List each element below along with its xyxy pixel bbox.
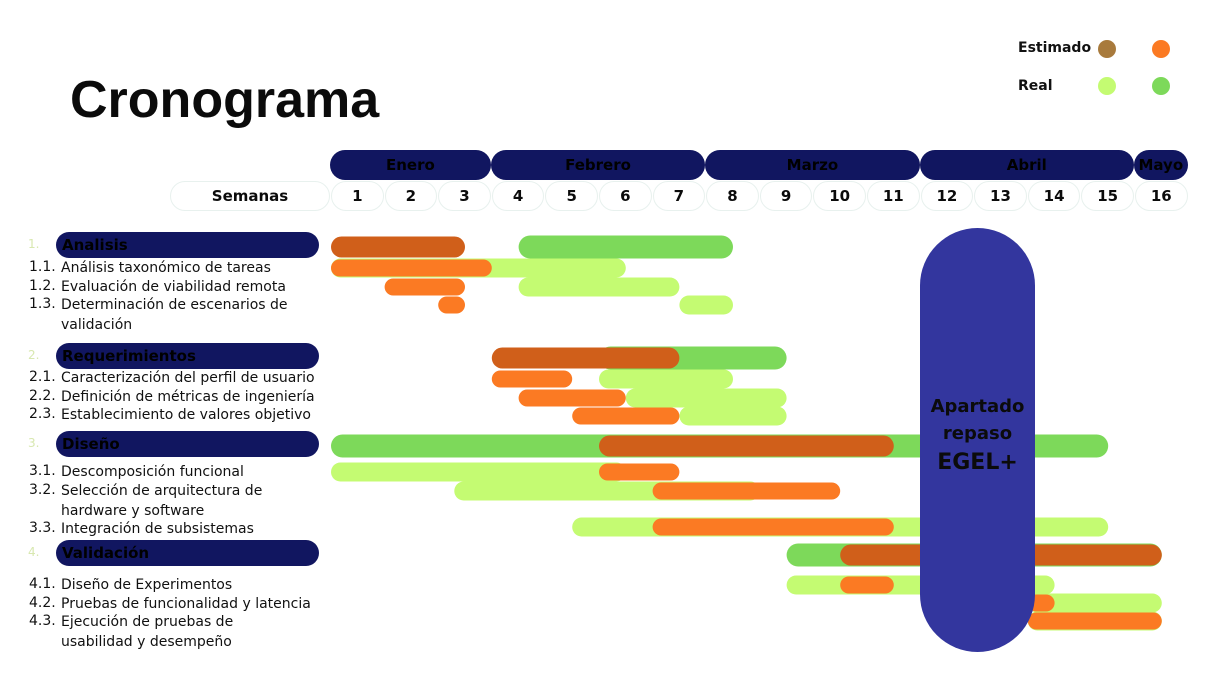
task-estimated-bar: [491, 370, 573, 388]
task-estimated-bar: [1027, 612, 1162, 630]
break-block-text: Apartado repaso EGEL+: [920, 393, 1035, 479]
month-marzo: Marzo: [705, 150, 920, 180]
task-real-bar: [518, 277, 680, 297]
task-label: Establecimiento de valores objetivo: [61, 407, 311, 423]
phase-label: Analisis: [56, 232, 319, 258]
task-estimated-bar: [652, 482, 841, 500]
phase-real-bar: [518, 235, 733, 259]
task-estimated-bar: [438, 296, 465, 314]
page-title: Cronograma: [70, 71, 380, 129]
task-label: Integración de subsistemas: [61, 521, 254, 537]
task-estimated-bar: [599, 463, 680, 481]
month-mayo: Mayo: [1134, 150, 1188, 180]
month-febrero: Febrero: [490, 150, 706, 180]
task-estimated-bar: [384, 278, 465, 296]
phase-estimated-bar: [491, 347, 680, 369]
legend-real-task-dot: [1098, 77, 1116, 95]
legend-real-label: Real: [1018, 78, 1053, 94]
task-label: Descomposición funcional: [61, 464, 244, 480]
week-6: 6: [599, 181, 652, 211]
week-12: 12: [920, 181, 974, 211]
week-11: 11: [867, 181, 920, 211]
task-real-bar: [599, 369, 733, 389]
task-real-bar: [679, 295, 733, 315]
task-real-bar: [331, 462, 626, 482]
phase-number: 4.: [28, 545, 40, 559]
phase-label: Validación: [56, 540, 319, 566]
task-real-bar: [679, 406, 787, 426]
phase-label: Diseño: [56, 431, 319, 457]
task-real-bar: [1027, 593, 1162, 613]
legend-estimado-phase-dot: [1098, 40, 1116, 58]
weeks-header-label: Semanas: [170, 181, 330, 211]
legend-estimado-task-dot: [1152, 40, 1170, 58]
legend-real-phase-dot: [1152, 77, 1170, 95]
break-line-2: repaso: [942, 423, 1013, 444]
week-7: 7: [652, 181, 706, 211]
task-number: 1.2.: [29, 278, 56, 294]
task-number: 3.3.: [29, 520, 56, 536]
legend: Estimado Real: [1018, 38, 1208, 108]
phase-label: Requerimientos: [56, 343, 319, 369]
week-14: 14: [1027, 181, 1081, 211]
month-abril: Abril: [919, 150, 1134, 180]
task-number: 1.1.: [29, 259, 56, 275]
break-line-1: Apartado: [930, 396, 1025, 417]
phase-estimated-bar: [331, 236, 465, 258]
break-line-3: EGEL+: [937, 450, 1018, 475]
legend-estimado-label: Estimado: [1018, 40, 1092, 56]
task-label: Diseño de Experimentos: [61, 577, 233, 593]
phase-number: 1.: [28, 237, 40, 251]
phase-number: 2.: [28, 348, 40, 362]
task-number: 4.1.: [29, 576, 56, 592]
phase-estimated-bar: [599, 435, 894, 457]
phase-number: 3.: [28, 436, 40, 450]
task-label: Pruebas de funcionalidad y latencia: [61, 596, 311, 612]
task-label: Análisis taxonómico de tareas: [61, 260, 271, 276]
week-13: 13: [974, 181, 1027, 211]
task-label: Caracterización del perfil de usuario: [61, 370, 315, 386]
week-1: 1: [331, 181, 384, 211]
task-number: 4.3.: [29, 613, 56, 629]
week-10: 10: [813, 181, 866, 211]
task-label: Selección de arquitectura de hardware y …: [61, 483, 263, 519]
task-estimated-bar: [331, 259, 492, 277]
task-number: 3.2.: [29, 482, 56, 498]
week-8: 8: [706, 181, 759, 211]
task-number: 2.2.: [29, 388, 56, 404]
task-estimated-bar: [840, 576, 894, 594]
task-number: 2.1.: [29, 369, 56, 385]
week-15: 15: [1081, 181, 1134, 211]
week-9: 9: [759, 181, 813, 211]
week-3: 3: [438, 181, 491, 211]
task-number: 4.2.: [29, 595, 56, 611]
week-2: 2: [384, 181, 438, 211]
task-label: Evaluación de viabilidad remota: [61, 279, 286, 295]
task-estimated-bar: [572, 407, 680, 425]
task-number: 2.3.: [29, 406, 56, 422]
month-enero: Enero: [330, 150, 491, 180]
task-real-bar: [625, 388, 787, 408]
task-label: Definición de métricas de ingeniería: [61, 389, 315, 405]
task-label: Determinación de escenarios de validació…: [61, 297, 288, 333]
task-number: 1.3.: [29, 296, 56, 312]
week-5: 5: [545, 181, 598, 211]
week-4: 4: [491, 181, 545, 211]
week-16: 16: [1135, 181, 1188, 211]
break-block: [920, 228, 1035, 652]
task-number: 3.1.: [29, 463, 56, 479]
task-estimated-bar: [518, 389, 626, 407]
task-label: Ejecución de pruebas de usabilidad y des…: [61, 614, 234, 650]
task-estimated-bar: [652, 518, 894, 536]
